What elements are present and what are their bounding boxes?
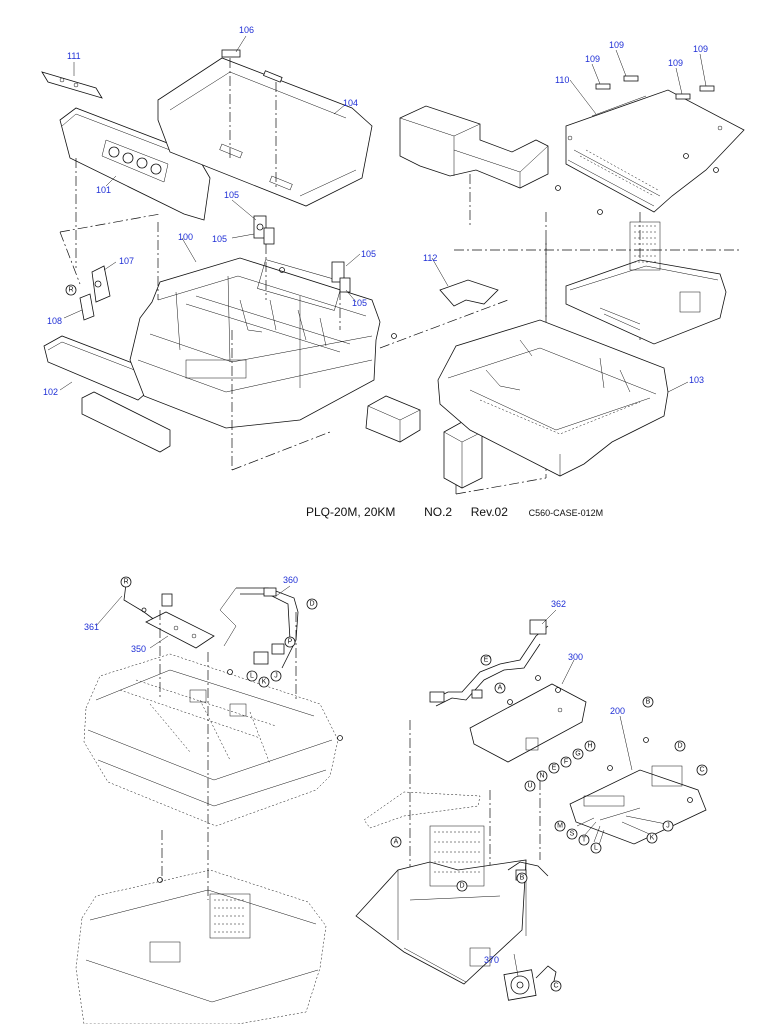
svg-text:C: C	[699, 767, 704, 774]
svg-text:R: R	[123, 579, 128, 586]
part-number-105-c: 105	[361, 249, 376, 259]
part-112-shield	[439, 279, 499, 307]
part-number-350: 350	[131, 644, 146, 654]
svg-text:D: D	[309, 601, 314, 608]
svg-text:L: L	[250, 673, 254, 680]
connector-marker-r-top: R	[65, 284, 77, 296]
part-108-screw	[79, 293, 95, 321]
svg-text:A: A	[394, 839, 399, 846]
part-number-108: 108	[47, 316, 62, 326]
caption-revision: Rev.02	[470, 505, 508, 519]
svg-text:M: M	[557, 823, 563, 830]
part-number-109-c: 109	[668, 58, 683, 68]
packing-block-upper	[399, 105, 549, 189]
part-number-200: 200	[610, 706, 625, 716]
part-109-clip-set	[595, 75, 715, 100]
part-number-102: 102	[43, 387, 58, 397]
svg-text:D: D	[459, 883, 464, 890]
svg-text:C: C	[553, 983, 558, 990]
part-103-lower-case	[437, 319, 669, 477]
caption-model: PLQ-20M, 20KM	[306, 505, 396, 519]
part-number-103: 103	[689, 375, 704, 385]
screw-group-top	[279, 153, 719, 339]
part-number-109-d: 109	[693, 44, 708, 54]
part-number-111: 111	[67, 51, 81, 61]
svg-text:N: N	[539, 773, 544, 780]
part-101-panel-cover	[59, 107, 211, 221]
svg-text:F: F	[564, 759, 568, 766]
part-106-latch	[221, 49, 241, 58]
part-107-bracket	[91, 265, 111, 303]
part-number-300: 300	[568, 652, 583, 662]
part-111-label-plate	[41, 71, 103, 99]
part-number-105-a: 105	[224, 190, 239, 200]
part-number-105-d: 105	[352, 298, 367, 308]
part-number-106: 106	[239, 25, 254, 35]
svg-text:S: S	[570, 831, 575, 838]
frame-assembly-lower	[75, 869, 327, 1024]
packing-block-lower-1	[365, 395, 421, 443]
svg-text:B: B	[646, 699, 651, 706]
svg-text:H: H	[587, 743, 592, 750]
svg-text:B: B	[520, 875, 525, 882]
part-360-harness	[219, 587, 299, 669]
screw-group-bottom	[157, 655, 693, 883]
svg-text:G: G	[575, 751, 580, 758]
part-number-100: 100	[178, 232, 193, 242]
frame-assembly-upper	[83, 653, 339, 827]
part-362-cable-harness	[429, 619, 549, 707]
part-100-lower-frame	[129, 257, 381, 429]
part-number-360: 360	[283, 575, 298, 585]
caption-sheet-number: NO.2	[424, 505, 453, 519]
part-number-109-a: 109	[585, 54, 600, 64]
part-370-fan	[503, 965, 557, 1001]
part-350-sensor-board	[145, 593, 215, 649]
svg-text:J: J	[666, 823, 670, 830]
svg-text:L: L	[594, 845, 598, 852]
svg-text:A: A	[498, 685, 503, 692]
svg-text:E: E	[484, 657, 489, 664]
drawing-caption: PLQ-20M, 20KM NO.2 Rev.02 C560-CASE-012M	[306, 505, 603, 519]
svg-text:K: K	[262, 679, 267, 686]
part-number-110: 110	[555, 75, 569, 85]
part-number-105-b: 105	[212, 234, 227, 244]
part-200-main-board	[569, 765, 707, 845]
part-number-109-b: 109	[609, 40, 624, 50]
svg-text:D: D	[677, 743, 682, 750]
leader-lines-bottom	[95, 585, 667, 977]
part-number-104: 104	[343, 98, 358, 108]
leader-lines-top	[59, 35, 707, 393]
part-number-361: 361	[84, 622, 99, 632]
part-number-362: 362	[551, 599, 566, 609]
svg-text:U: U	[527, 783, 532, 790]
part-300-power-board	[469, 683, 587, 763]
assembly-guide-lines-bottom	[159, 610, 541, 900]
part-361-cable	[123, 583, 161, 625]
main-board-assembly-top	[565, 221, 727, 345]
svg-text:P: P	[288, 639, 293, 646]
part-number-112: 112	[423, 253, 437, 263]
caption-drawing-code: C560-CASE-012M	[528, 508, 604, 518]
svg-text:K: K	[650, 835, 655, 842]
svg-text:J: J	[274, 673, 278, 680]
svg-text:E: E	[552, 765, 557, 772]
part-number-370: 370	[484, 955, 499, 965]
shield-sheet-bottom	[363, 791, 481, 829]
svg-text:T: T	[582, 837, 587, 844]
svg-text:R: R	[68, 287, 73, 294]
connector-markers-bottom: R D P L K J E A B D C H G F E N U M S T …	[120, 576, 708, 992]
part-number-101: 101	[96, 185, 111, 195]
part-105-hinge-set	[253, 215, 351, 293]
part-number-107: 107	[119, 256, 134, 266]
base-chassis-bottom	[355, 825, 527, 985]
part-110-upper-shield	[565, 89, 745, 213]
